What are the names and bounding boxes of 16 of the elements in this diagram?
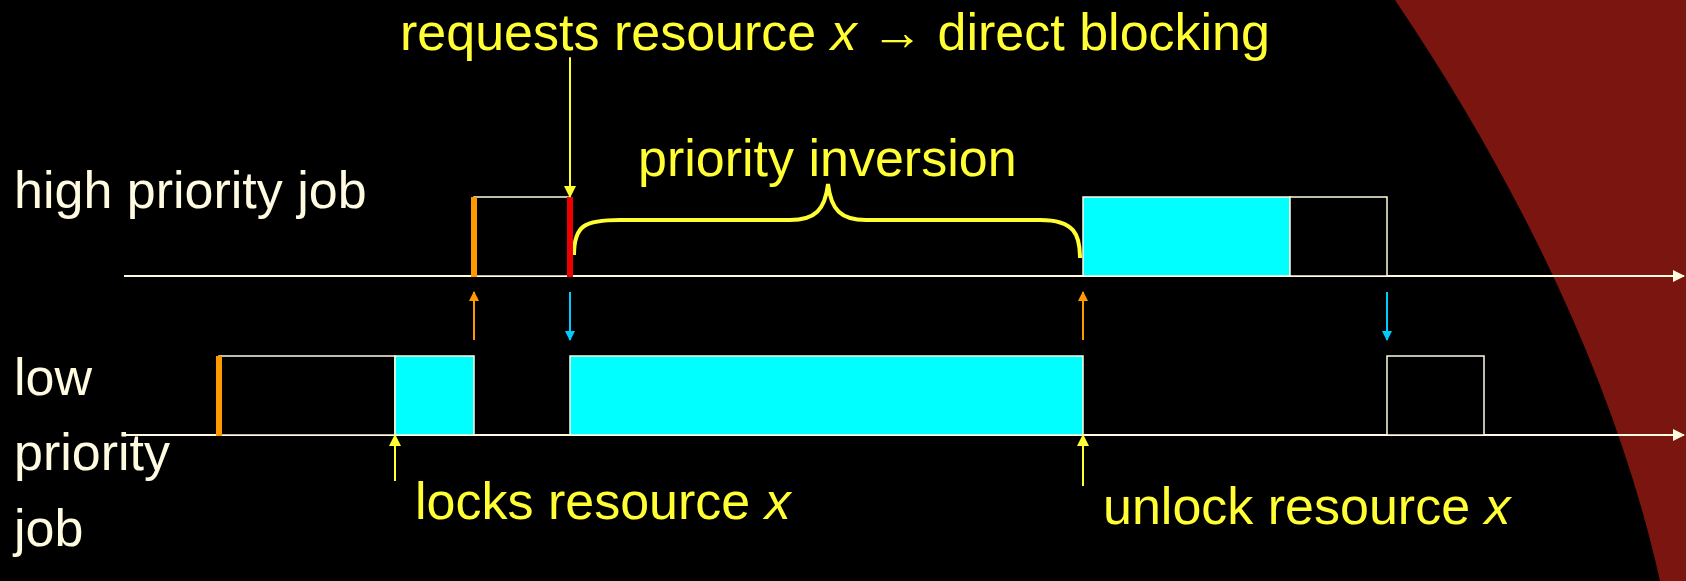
execution-bar [216,355,396,436]
annotation-text: locks resource x [415,473,791,531]
row-label: low priority job [14,347,172,559]
row-label: high priority job [14,160,368,221]
annotation-text: unlock resource x [1103,478,1511,536]
leader-arrow [1077,434,1089,487]
execution-bar [471,196,573,277]
annotation-text: requests resource x → direct blocking [400,4,1270,62]
interval-label: priority inversion [638,130,1017,188]
resource-section-bar [394,355,475,436]
resource-section-bar [1082,196,1291,277]
leader-arrow [564,56,576,198]
execution-bar [1386,355,1485,436]
leader-arrow [389,434,401,482]
execution-bar [1289,196,1388,277]
resource-section-bar [569,355,1084,436]
